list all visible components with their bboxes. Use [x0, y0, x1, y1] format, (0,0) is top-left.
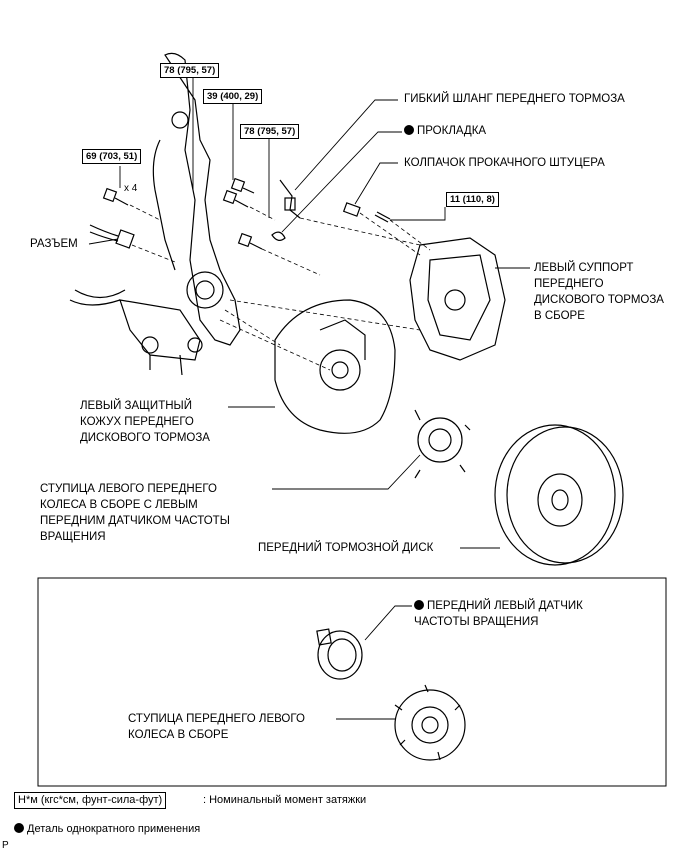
- flex-hose-label: ГИБКИЙ ШЛАНГ ПЕРЕДНЕГО ТОРМОЗА: [404, 93, 625, 105]
- non-reusable-dot-icon: [14, 823, 24, 833]
- leader-lines: [88, 78, 530, 720]
- non-reusable-legend: Деталь однократного применения: [14, 821, 200, 837]
- steering-knuckle: [69, 52, 241, 376]
- corner-mark: P: [2, 840, 9, 851]
- hub-sensor-part: [414, 409, 471, 479]
- unit-legend-text: : Номинальный момент затяжки: [203, 794, 367, 806]
- non-reusable-dot-icon: [414, 600, 424, 610]
- bolt-group: [102, 177, 263, 250]
- torque-box: 39 (400, 29): [203, 89, 263, 104]
- bleeder-cap-label: КОЛПАЧОК ПРОКАЧНОГО ШТУЦЕРА: [404, 157, 605, 169]
- connector-label: РАЗЪЕМ: [30, 238, 78, 250]
- torque-box: 78 (795, 57): [160, 63, 220, 78]
- gasket-label: ПРОКЛАДКА: [404, 123, 486, 139]
- dust-cover-label: ЛЕВЫЙ ЗАЩИТНЫЙ КОЖУХ ПЕРЕДНЕГО ДИСКОВОГО…: [80, 400, 210, 444]
- unit-legend-box: Н*м (кгс*см, фунт-сила-фут): [14, 792, 167, 809]
- quantity-label: x 4: [124, 183, 138, 194]
- torque-box: 11 (110, 8): [446, 192, 499, 207]
- connector-part: [89, 224, 135, 249]
- bleeder-cap-part: [342, 202, 391, 223]
- hub-sensor-label: СТУПИЦА ЛЕВОГО ПЕРЕДНЕГО КОЛЕСА В СБОРЕ …: [40, 483, 230, 543]
- caliper-part: [409, 237, 506, 361]
- assembly-lines: [129, 204, 431, 371]
- flex-hose-part: [271, 179, 301, 241]
- speed-sensor-label: ПЕРЕДНИЙ ЛЕВЫЙ ДАТЧИК ЧАСТОТЫ ВРАЩЕНИЯ: [414, 600, 583, 628]
- hub-label: СТУПИЦА ПЕРЕДНЕГО ЛЕВОГО КОЛЕСА В СБОРЕ: [128, 713, 305, 741]
- speed-sensor-part: [316, 628, 363, 680]
- brake-disc-part: [494, 424, 624, 566]
- inset-frame: [37, 577, 667, 787]
- torque-box: 69 (703, 51): [82, 149, 142, 164]
- torque-box: 78 (795, 57): [240, 124, 300, 139]
- hub-part: [394, 684, 466, 761]
- caliper-label: ЛЕВЫЙ СУППОРТ ПЕРЕДНЕГО ДИСКОВОГО ТОРМОЗ…: [534, 262, 664, 322]
- non-reusable-dot-icon: [404, 125, 414, 135]
- dust-cover-part: [274, 299, 396, 434]
- disc-label: ПЕРЕДНИЙ ТОРМОЗНОЙ ДИСК: [258, 542, 434, 554]
